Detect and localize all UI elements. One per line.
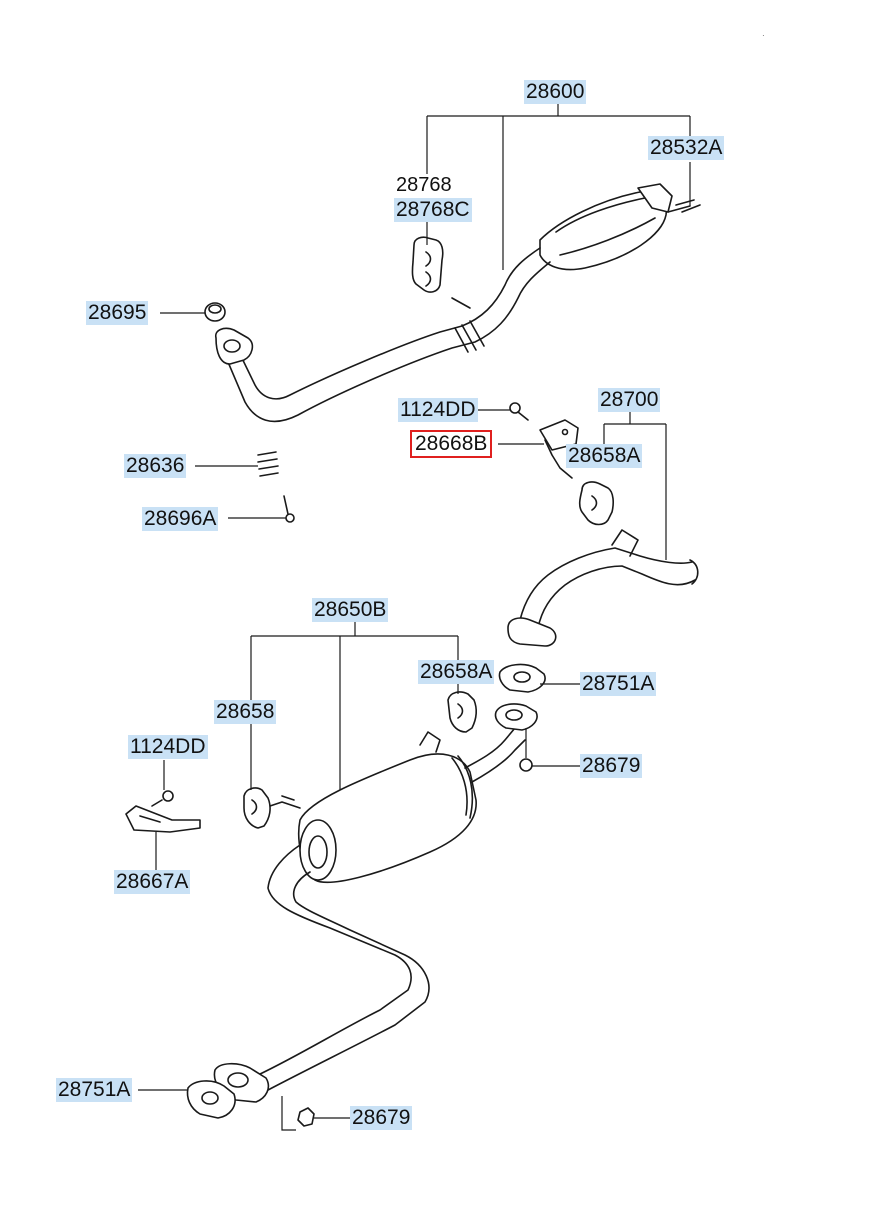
front-pipe-assembly	[204, 183, 701, 523]
part-label-28700[interactable]: 28700	[598, 388, 661, 412]
part-label-28696A[interactable]: 28696A	[142, 507, 219, 531]
part-label-28768[interactable]: 28768	[396, 174, 452, 196]
part-label-28668B-highlighted[interactable]: 28668B	[410, 430, 493, 458]
leader-lines	[138, 104, 691, 1131]
part-label-28751A-bottom[interactable]: 28751A	[56, 1078, 133, 1102]
part-label-28600[interactable]: 28600	[524, 80, 587, 104]
corner-mark: ·	[762, 31, 765, 40]
muffler-assembly	[125, 663, 546, 1127]
part-label-28679-bottom[interactable]: 28679	[350, 1106, 413, 1130]
part-label-1124DD-top[interactable]: 1124DD	[398, 398, 478, 422]
part-label-28658A-top[interactable]: 28658A	[566, 444, 643, 468]
part-label-28636[interactable]: 28636	[124, 454, 187, 478]
part-label-1124DD-left[interactable]: 1124DD	[128, 735, 208, 759]
part-label-28751A-right[interactable]: 28751A	[580, 672, 657, 696]
part-label-28658[interactable]: 28658	[214, 700, 277, 724]
part-label-28768C[interactable]: 28768C	[394, 198, 472, 222]
part-label-28695[interactable]: 28695	[86, 301, 149, 325]
part-label-28650B[interactable]: 28650B	[312, 598, 389, 622]
part-label-28532A[interactable]: 28532A	[648, 136, 725, 160]
part-label-28667A[interactable]: 28667A	[114, 870, 191, 894]
part-label-28658A-mid[interactable]: 28658A	[418, 660, 495, 684]
center-pipe-assembly	[507, 402, 699, 647]
part-label-28679-right[interactable]: 28679	[580, 754, 643, 778]
